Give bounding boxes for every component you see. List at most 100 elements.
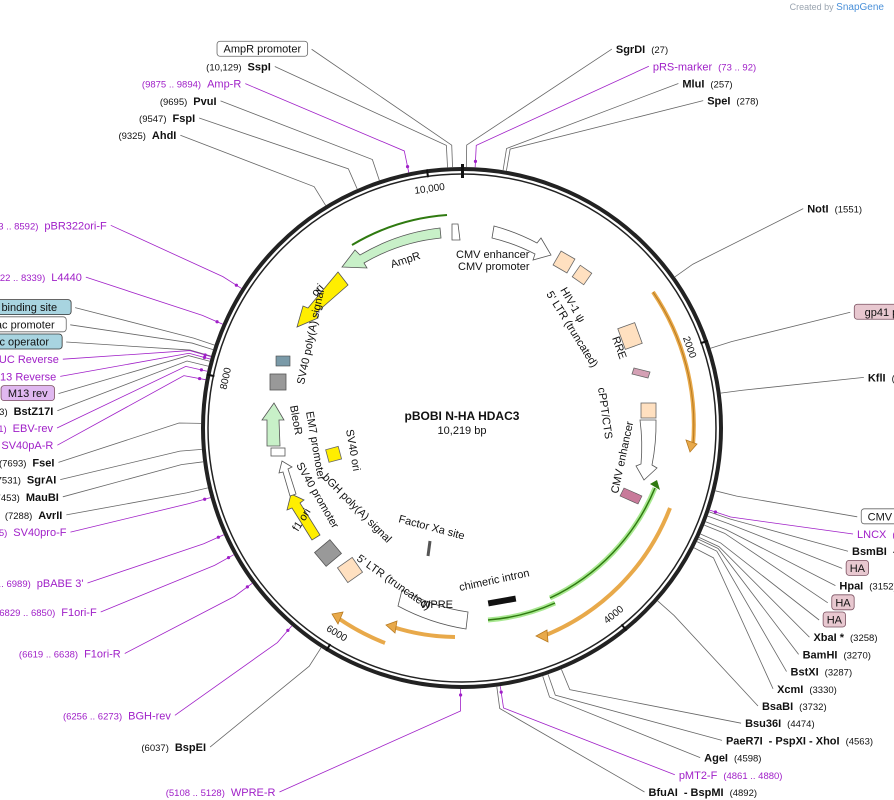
site-label-bstxi[interactable]: BstXI (3287) [791, 667, 853, 679]
site-name-pbabe3: pBABE 3' [37, 578, 84, 590]
site-pos-kfli: (2337) [892, 373, 894, 384]
site-label-noti[interactable]: NotI(1551) [807, 204, 862, 216]
site-label-f1ori-f[interactable]: (6829 .. 6850)F1ori-F [0, 607, 97, 619]
site-label-kfli[interactable]: KflI(2337) [868, 372, 894, 384]
wpre-box[interactable] [397, 589, 469, 630]
site-name-fspi: FspI [173, 113, 196, 125]
site-name-bstxi: BstXI [791, 667, 819, 679]
site-label-bsu36i[interactable]: Bsu36I(4474) [745, 718, 815, 730]
site-text-noti: NotI(1551) [807, 204, 862, 216]
site-label-sspi[interactable]: (10,129)SspI [206, 61, 271, 73]
chimeric-intron[interactable] [487, 595, 517, 607]
site-label-sv40pro-f[interactable]: (7216 .. 7235)SV40pro-F [0, 527, 67, 539]
site-label-maubi[interactable]: (7453)MauBI [0, 492, 59, 504]
site-label-hpai[interactable]: HpaI(3152) [839, 581, 894, 593]
site-text-bgh-rev: (6256 .. 6273)BGH-rev [63, 710, 171, 722]
site-label-cap-binding-site[interactable]: CAP binding site [0, 299, 72, 316]
ampr-arrow[interactable] [341, 227, 442, 269]
site-label-xbai[interactable]: XbaI *(3258) [813, 632, 877, 644]
site-label-pbr322ori-f[interactable]: (8573 .. 8592)pBR322ori-F [0, 220, 107, 232]
site-label-agei[interactable]: AgeI(4598) [704, 753, 761, 765]
site-label-ahdi[interactable]: (9325)AhdI [118, 130, 176, 142]
site-label-ha-2[interactable]: HA [831, 594, 855, 611]
site-label-lac-promoter[interactable]: lac promoter [0, 316, 67, 333]
site-label-xcmi[interactable]: XcmI(3330) [777, 684, 837, 696]
site-label-m13puc-reverse[interactable]: (8104 .. 8126)M13/pUC Reverse [0, 354, 59, 366]
site-label-lncx[interactable]: LNCX(3063 .. 3087) [857, 529, 894, 541]
site-label-bspei[interactable]: (6037)BspEI [141, 742, 206, 754]
site-box-lac-operator [0, 333, 63, 350]
gp41-marker [631, 367, 651, 379]
leader-bsmbi [709, 511, 849, 552]
site-pos-bsu36i: (4474) [787, 719, 814, 730]
site-label-sgrai[interactable]: (7531)SgrAI [0, 475, 56, 487]
site-label-pmt2-f[interactable]: pMT2-F(4861 .. 4880) [679, 770, 783, 782]
rre-box[interactable] [617, 322, 643, 350]
site-label-sv40pa-r[interactable]: (7958 .. 7977)SV40pA-R [0, 440, 53, 452]
site-label-ebv-rev[interactable]: (8012 .. 8031)EBV-rev [0, 423, 53, 435]
site-label-mlui[interactable]: MluI(257) [682, 78, 732, 90]
site-name-xcmi: XcmI [777, 684, 803, 696]
site-label-gp41-peptide[interactable]: gp41 peptide [853, 303, 894, 320]
site-label-f1ori-r[interactable]: (6619 .. 6638)F1ori-R [19, 648, 121, 660]
site-label-amp-r[interactable]: (9875 .. 9894)Amp-R [142, 79, 241, 91]
site-label-lac-operator[interactable]: lac operator [0, 333, 63, 350]
leader-paer7i [547, 674, 723, 741]
site-text-f1ori-f: (6829 .. 6850)F1ori-F [0, 607, 97, 619]
cppt-box[interactable] [640, 402, 657, 419]
site-label-cmv-promoter-box[interactable]: CMV promoter [860, 508, 894, 525]
site-label-bamhi[interactable]: BamHI(3270) [803, 649, 871, 661]
sv40-polya-box[interactable] [269, 373, 287, 391]
site-label-pbabe3[interactable]: (6969 .. 6989)pBABE 3' [0, 578, 84, 590]
cmv-enhancer-promoter-arrow-1[interactable] [491, 225, 552, 261]
site-label-ha-3[interactable]: HA [822, 611, 846, 628]
site-label-fsei[interactable]: (7693)FseI [0, 457, 54, 469]
site-label-bfuai[interactable]: BfuAI- BspMI(4892) [649, 787, 758, 799]
site-name-bfuai: BfuAI [649, 787, 678, 799]
site-label-m13-reverse[interactable]: (8091 .. 8107)M13 Reverse [0, 371, 56, 383]
ltr-lower-box[interactable] [336, 556, 364, 584]
sv40-promoter-arrow[interactable] [278, 460, 297, 497]
site-label-fspi[interactable]: (9547)FspI [139, 113, 195, 125]
site-pos-bstxi: (3287) [825, 668, 852, 679]
site-label-l4440[interactable]: (8322 .. 8339)L4440 [0, 272, 82, 284]
site-label-wpre-r[interactable]: (5108 .. 5128)WPRE-R [166, 787, 276, 799]
site-label-m13-rev-box[interactable]: M13 rev [0, 385, 55, 402]
primer-mark-ebv-rev [199, 368, 203, 372]
f1-ori-arrow[interactable] [286, 493, 321, 541]
leader-m13puc-reverse [62, 350, 212, 360]
site-label-bstz17i[interactable]: (8053)BstZ17I [0, 406, 53, 418]
site-label-prs-marker[interactable]: pRS-marker(73 .. 92) [653, 61, 756, 73]
site-text-m13-reverse: (8091 .. 8107)M13 Reverse [0, 371, 56, 383]
cmv-enhancer-arrow-2[interactable] [635, 419, 658, 481]
feature-cmv-promoter: CMV promoter [458, 261, 530, 273]
feature-chimeric-intron: chimeric intron [458, 567, 530, 594]
site-label-ha-1[interactable]: HA [845, 560, 869, 576]
site-label-avrii[interactable]: (7288)AvrII [5, 510, 63, 522]
primer-mark-sv40pro-f [203, 497, 207, 501]
ltr-truncated-box[interactable] [571, 264, 593, 286]
site-label-ampr-promoter[interactable]: AmpR promoter [216, 40, 309, 57]
hiv-psi-box[interactable] [552, 250, 576, 274]
site-name-ha-3: HA [827, 615, 843, 627]
site-label-pvui[interactable]: (9695)PvuI [160, 96, 217, 108]
tick-label-4000: 4000 [602, 604, 627, 627]
bleor-arrow[interactable] [261, 402, 285, 447]
site-name-prs-marker: pRS-marker [653, 61, 713, 73]
site-label-paer7i[interactable]: PaeR7I- PspXI - XhoI(4563) [726, 735, 873, 747]
site-name-bsmbi: - Esp3I [893, 546, 894, 558]
site-label-bsmbi[interactable]: BsmBI- Esp3I(3087) [852, 546, 894, 558]
bgh-polya-box[interactable] [313, 539, 343, 567]
site-pos-sgrdi: (27) [651, 45, 668, 56]
tick-mark-8000 [206, 373, 215, 378]
em7-promoter-box[interactable] [270, 447, 286, 457]
site-pos-bspei: (6037) [141, 743, 168, 754]
site-label-bsabi[interactable]: BsaBI(3732) [762, 701, 827, 713]
site-pos-bstz17i: (8053) [0, 407, 8, 418]
leader-sspi [274, 66, 448, 168]
ori-arrow[interactable] [296, 271, 349, 328]
site-label-sgrdi[interactable]: SgrDI(27) [616, 44, 668, 56]
site-label-spei[interactable]: SpeI(278) [707, 96, 758, 108]
sv40-ori-box[interactable] [325, 445, 343, 463]
site-label-bgh-rev[interactable]: (6256 .. 6273)BGH-rev [63, 710, 171, 722]
